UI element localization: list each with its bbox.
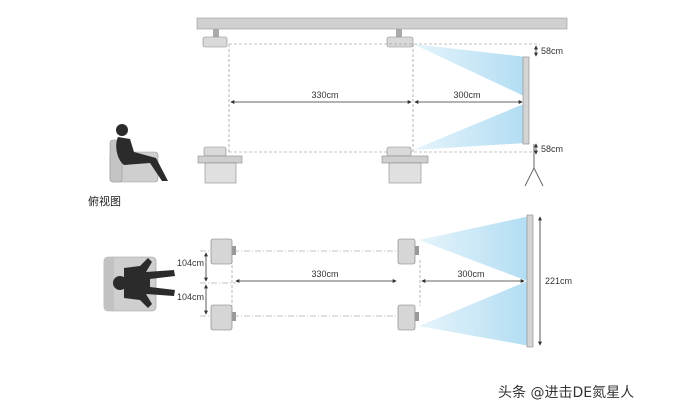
dimension-label-300-side: 300cm <box>453 90 480 100</box>
plan-projector-front-lower <box>397 304 419 331</box>
projection-screen-plan <box>526 214 534 348</box>
plan-projector-front-upper <box>397 238 419 265</box>
table-projector-front <box>381 146 429 184</box>
plan-projector-rear-upper <box>210 238 236 265</box>
plan-view: 330cm 300cm 104cm 104cm 221cm <box>103 214 572 348</box>
ceiling-projector-rear <box>202 29 228 48</box>
view-caption: 俯视图 <box>88 194 121 208</box>
dimension-label-58-bottom: 58cm <box>541 144 563 154</box>
ceiling-bar <box>196 17 568 30</box>
projection-screen-side <box>522 56 530 145</box>
dimension-label-330-plan: 330cm <box>311 269 338 279</box>
dimension-label-221: 221cm <box>545 276 572 286</box>
seated-viewer-plan <box>103 256 175 312</box>
plan-projector-rear-lower <box>210 304 236 331</box>
table-projector-rear <box>197 146 243 184</box>
dimension-label-104-upper: 104cm <box>177 258 204 268</box>
projection-beam-plan-upper <box>419 216 530 282</box>
projection-beam-plan-lower <box>419 280 530 346</box>
watermark-text: 头条 @进击DE氮星人 <box>498 384 634 401</box>
guide-lines-side <box>228 43 540 153</box>
projection-beam-upper <box>413 44 526 97</box>
ceiling-projector-front <box>386 29 414 48</box>
dimension-label-300-plan: 300cm <box>457 269 484 279</box>
dimension-label-330-side: 330cm <box>311 90 338 100</box>
seated-viewer-side <box>109 124 168 183</box>
dimension-label-104-lower: 104cm <box>177 292 204 302</box>
guide-verticals-plan <box>231 260 421 306</box>
projection-beam-lower <box>413 103 526 150</box>
dimension-label-58-top: 58cm <box>541 46 563 56</box>
side-view: 330cm 300cm 58cm 58cm 俯视图 <box>88 17 568 208</box>
